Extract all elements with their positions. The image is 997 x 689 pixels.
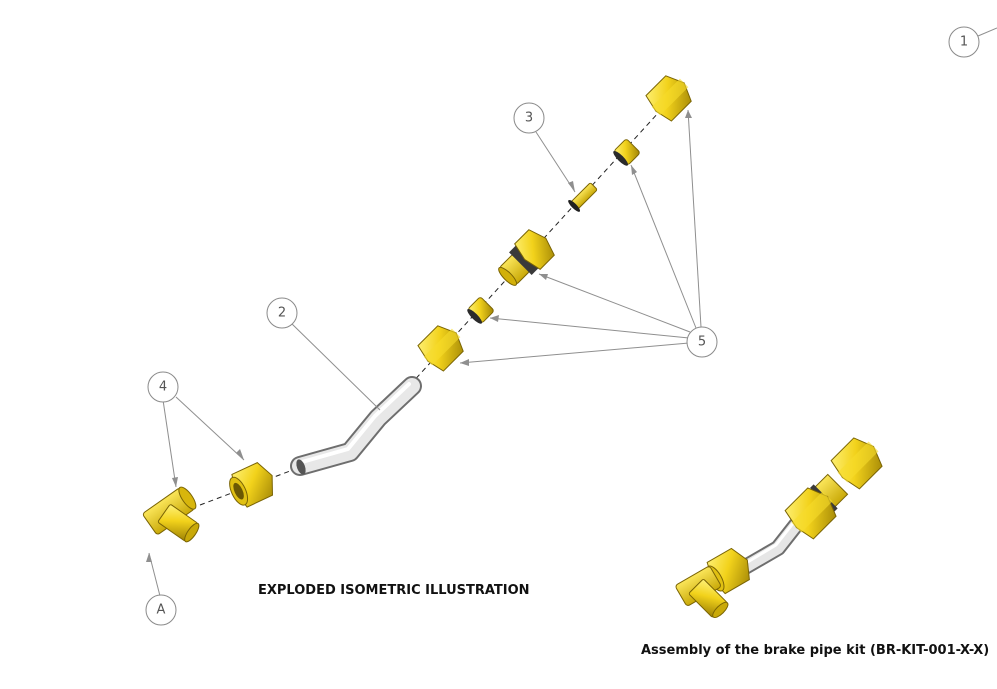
balloon-A: A [145,594,177,626]
balloon-1-label: 1 [960,35,968,50]
balloon-2-label: 2 [278,306,286,321]
balloon-3: 3 [513,102,545,134]
elbow-fitting [142,486,200,543]
assembled-view: Assembly of the brake pipe kit (BR-KIT-0… [641,437,989,658]
balloon-5: 5 [686,326,718,358]
hex-nut [645,75,692,122]
union-adapter [498,229,555,286]
assembly-caption: Assembly of the brake pipe kit (BR-KIT-0… [641,643,989,658]
hex-nut [417,325,464,372]
exploded-view-caption: EXPLODED ISOMETRIC ILLUSTRATION [258,583,530,598]
insert-sleeve [568,182,598,212]
balloon-5-label: 5 [698,335,706,350]
hex-nut [229,462,273,508]
balloon-2: 2 [266,297,298,329]
hex-nut [784,487,837,540]
bent-pipe [290,376,422,476]
balloon-1: 1 [948,26,980,58]
balloon-A-label: A [157,603,166,618]
leader-lines [146,27,997,597]
olive-ring [613,139,640,166]
exploded-view: 1 2 3 4 5 A EXPLODED ISOMETRIC ILLUSTRAT… [142,26,997,626]
balloon-3-label: 3 [525,111,533,126]
hex-nut [830,437,883,490]
balloon-4-label: 4 [159,380,167,395]
balloon-4: 4 [147,371,179,403]
olive-ring [467,297,494,324]
elbow-fitting [675,566,729,619]
